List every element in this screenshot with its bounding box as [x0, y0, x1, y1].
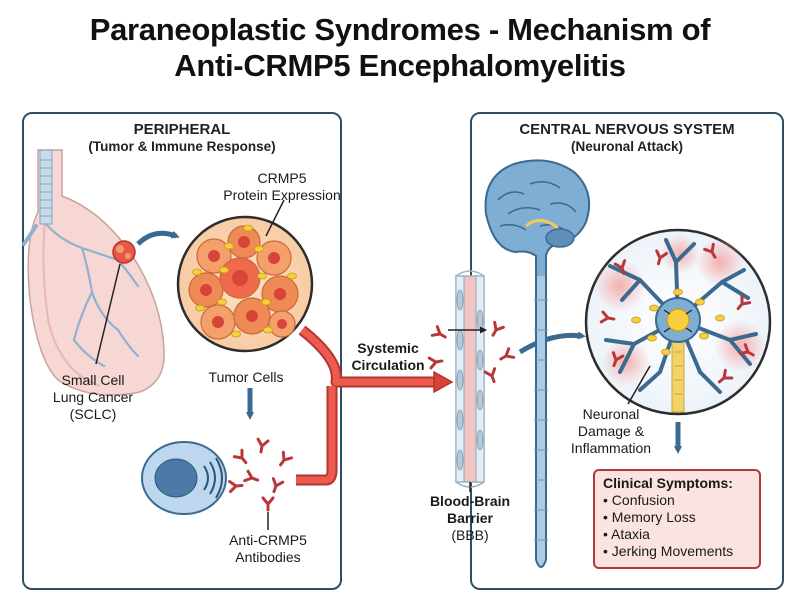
sclc-pointer-line — [95, 263, 121, 365]
bbb-label-line-2: Barrier — [447, 510, 493, 526]
systemic-circulation-path — [296, 325, 454, 486]
bbb-label-line-1: Blood-Brain — [429, 493, 511, 509]
symptom-item: • Confusion — [603, 492, 675, 508]
brain-icon — [484, 159, 590, 568]
damage-label-line-3: Inflammation — [570, 440, 652, 456]
damage-label-line-1: Neuronal — [582, 406, 640, 422]
peripheral-heading-title: PERIPHERAL — [133, 121, 231, 138]
antibodies-label: Anti-CRMP5 Antibodies — [208, 532, 328, 566]
neuron-icon — [584, 228, 772, 416]
bbb-label: Blood-Brain Barrier (BBB) — [412, 493, 528, 544]
lung-tumor-icon — [112, 240, 136, 264]
symptoms-title: Clinical Symptoms: — [603, 475, 733, 491]
blood-vessel-icon — [455, 270, 485, 488]
circulation-label-line-1: Systemic — [357, 340, 419, 356]
cns-heading: CENTRAL NERVOUS SYSTEM (Neuronal Attack) — [470, 121, 784, 154]
sclc-label-line-3: (SCLC) — [69, 406, 117, 422]
sclc-label: Small Cell Lung Cancer (SCLC) — [28, 372, 158, 423]
bbb-to-neuron-arrow — [518, 331, 586, 355]
antibodies-label-line-2: Antibodies — [235, 549, 301, 565]
damage-pointer-line — [627, 365, 651, 405]
crmp5-label-line-2: Protein Expression — [223, 187, 341, 203]
symptom-item: • Memory Loss — [603, 509, 696, 525]
tumor-cells-label: Tumor Cells — [208, 369, 284, 385]
lung-to-tumor-arrow — [136, 230, 180, 246]
symptom-item: • Ataxia — [603, 526, 650, 542]
page-title: Paraneoplastic Syndromes - Mechanism of … — [0, 12, 800, 84]
cns-heading-title: CENTRAL NERVOUS SYSTEM — [519, 121, 735, 138]
sclc-label-line-2: Lung Cancer — [52, 389, 134, 405]
title-line-1: Paraneoplastic Syndromes - Mechanism of — [89, 12, 711, 47]
b-cell-icon — [141, 441, 227, 515]
tumor-cell-cluster-icon — [176, 215, 314, 353]
crmp5-pointer-line — [265, 199, 285, 237]
crmp5-label-line-1: CRMP5 — [257, 170, 307, 186]
systemic-circulation-label: Systemic Circulation — [338, 340, 438, 374]
peripheral-heading: PERIPHERAL (Tumor & Immune Response) — [22, 121, 342, 154]
antibody-icon — [228, 437, 294, 512]
circulation-label-line-2: Circulation — [351, 357, 425, 373]
symptom-item: • Jerking Movements — [603, 543, 734, 559]
title-line-2: Anti-CRMP5 Encephalomyelitis — [174, 48, 626, 83]
peripheral-heading-subtitle: (Tumor & Immune Response) — [88, 139, 276, 154]
damage-label-line-2: Damage & — [577, 423, 645, 439]
cns-heading-subtitle: (Neuronal Attack) — [570, 139, 683, 154]
lung-icon — [22, 149, 165, 396]
neuronal-damage-label: Neuronal Damage & Inflammation — [556, 406, 666, 457]
clinical-symptoms-box: Clinical Symptoms: • Confusion • Memory … — [593, 469, 761, 569]
crmp5-protein-label: CRMP5 Protein Expression — [182, 170, 382, 204]
antibodies-label-line-1: Anti-CRMP5 — [229, 532, 307, 548]
sclc-label-line-1: Small Cell — [61, 372, 125, 388]
bbb-label-line-3: (BBB) — [451, 527, 489, 543]
